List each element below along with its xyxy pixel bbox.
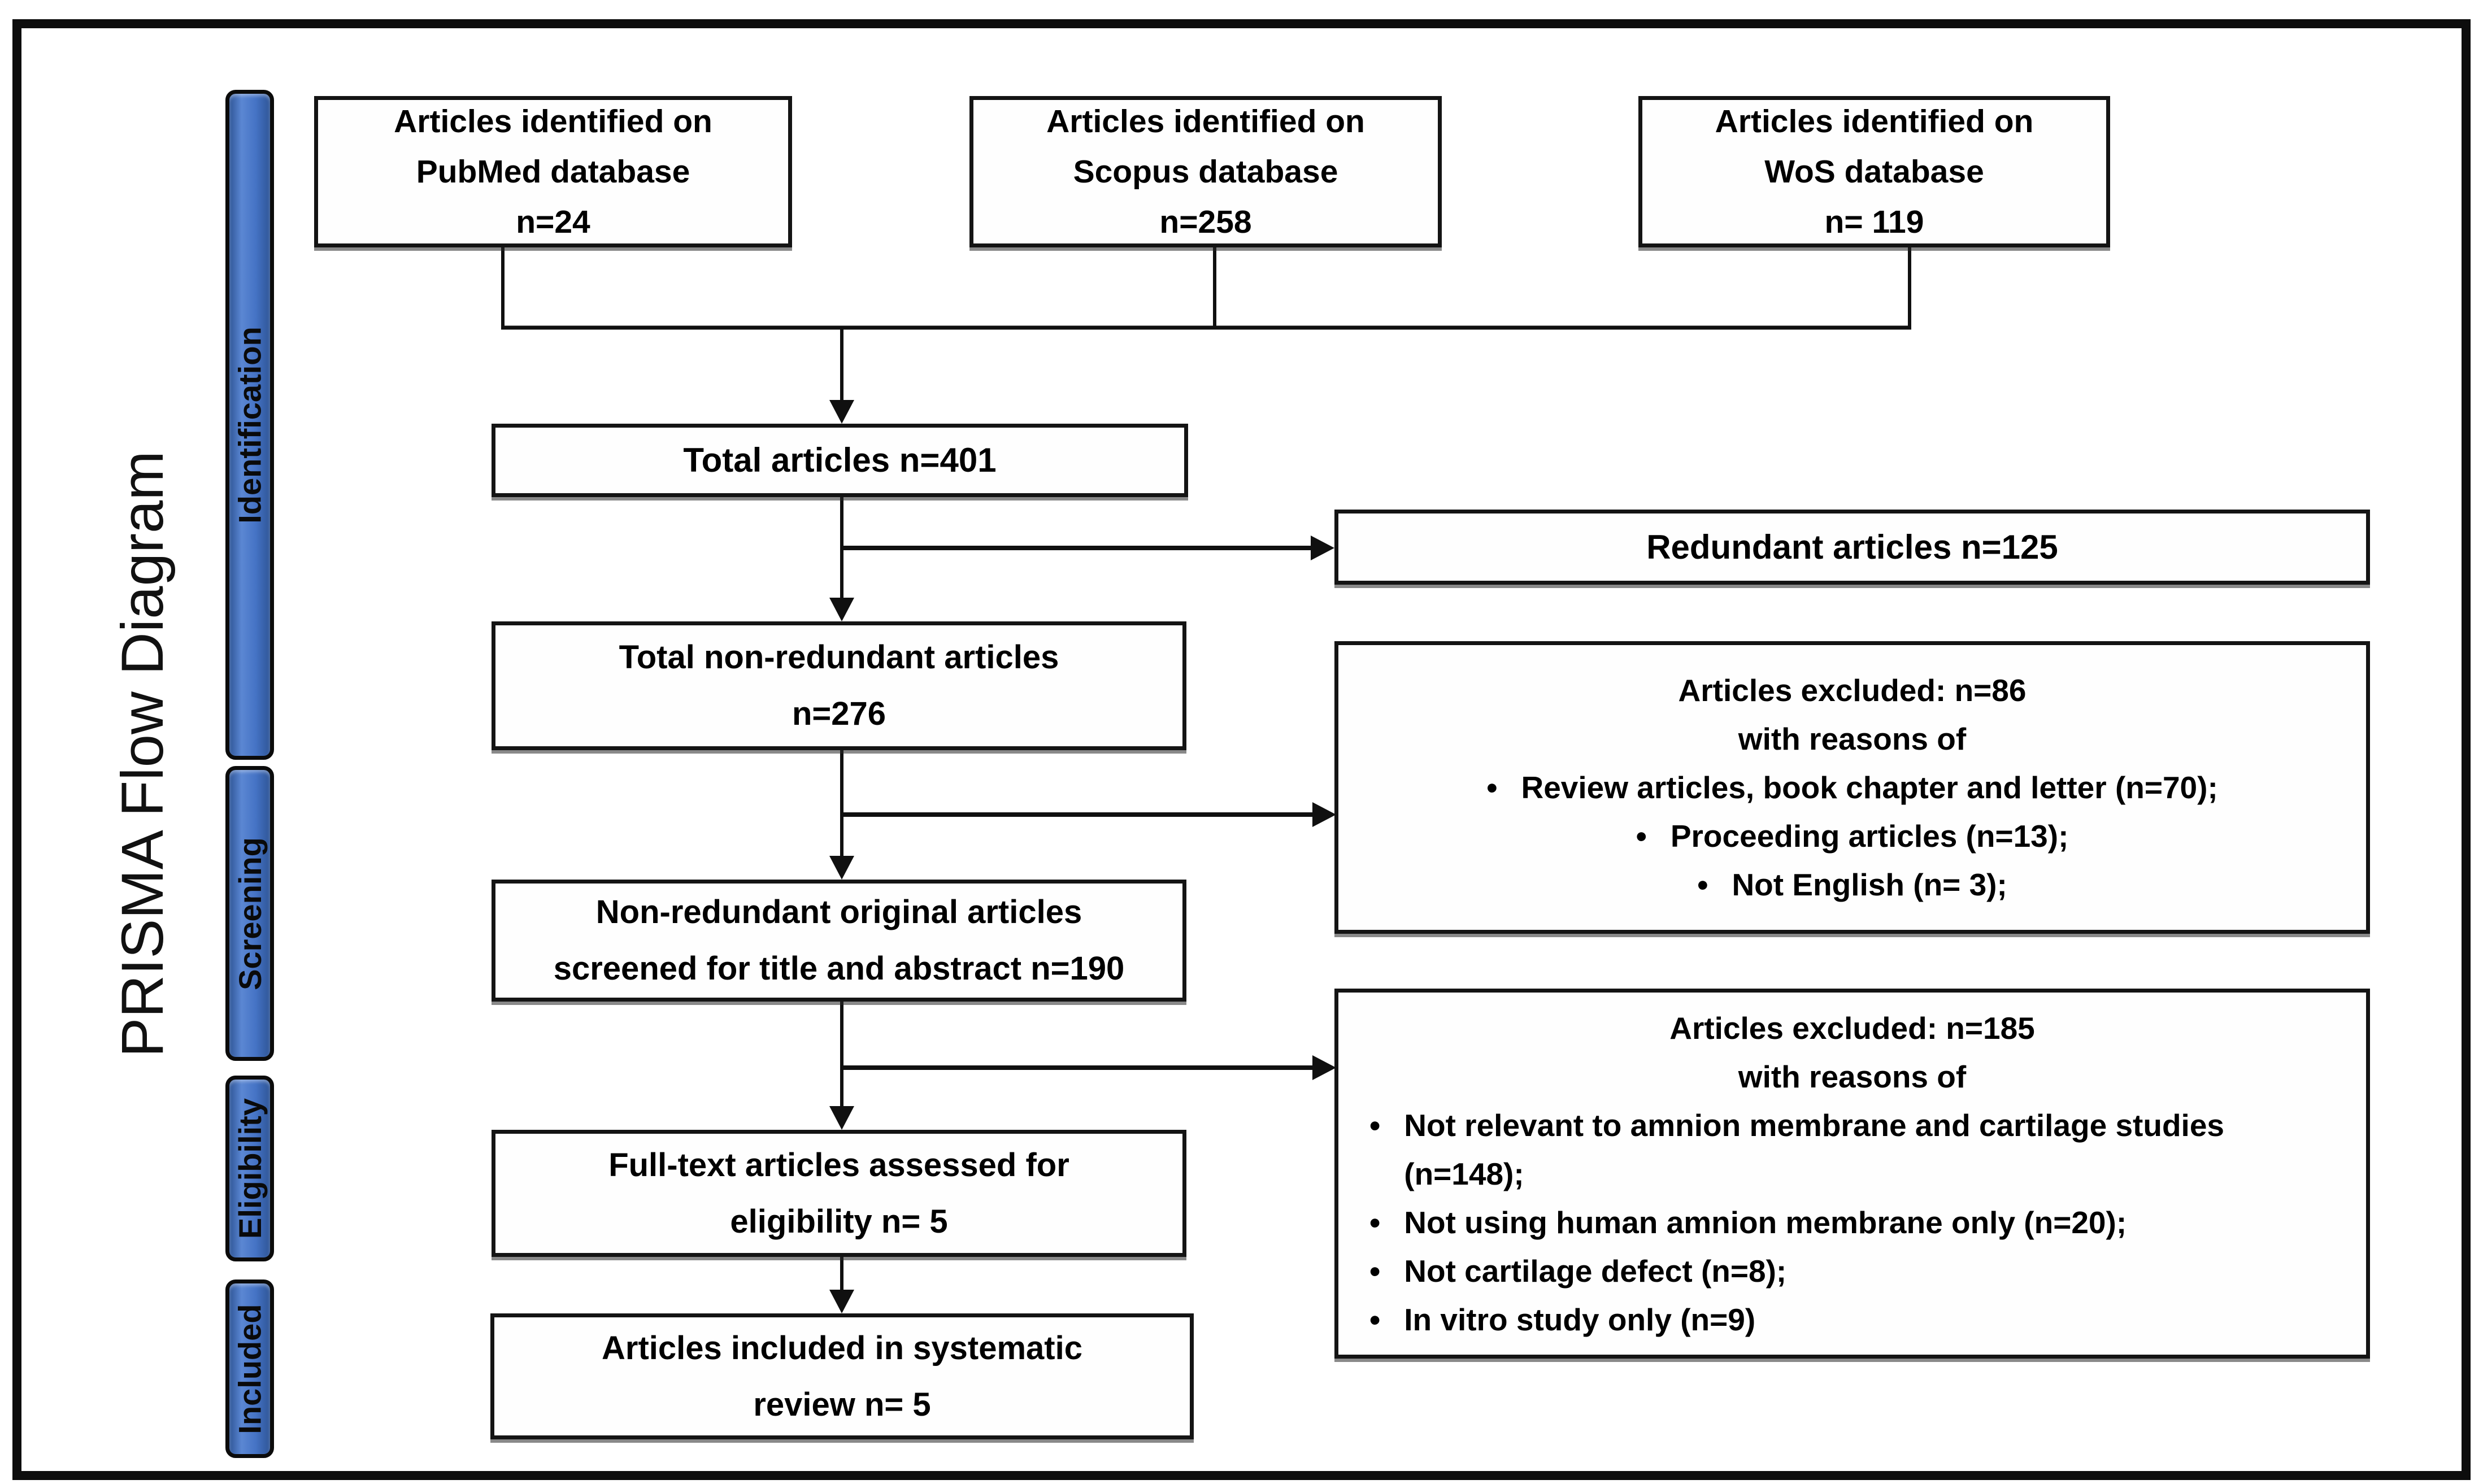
arrowhead-right <box>1312 802 1336 827</box>
box-pubmed-count: n=24 <box>516 203 590 240</box>
box-included-line1: Articles included in systematic <box>602 1329 1082 1367</box>
bullet-icon: • <box>1636 819 1647 854</box>
box-total-articles-text: Total articles n=401 <box>683 441 997 479</box>
arrowhead-right <box>1311 536 1334 560</box>
reason-text: Not cartilage defect (n=8); <box>1404 1253 1787 1289</box>
box-pubmed-line1: Articles identified on <box>394 103 712 140</box>
reason-item: • Proceeding articles (n=13); <box>1338 812 2366 860</box>
box-non-redundant-count: n=276 <box>792 695 886 732</box>
reason-item: • Not using human amnion membrane only (… <box>1338 1198 2366 1247</box>
bullet-icon: • <box>1486 770 1498 805</box>
reason-text: Not relevant to amnion membrane and cart… <box>1404 1107 2225 1191</box>
box-total-articles: Total articles n=401 <box>492 424 1188 497</box>
bullet-icon: • <box>1369 1204 1381 1240</box>
box-scopus-line2: Scopus database <box>1073 153 1338 190</box>
box-wos-line1: Articles identified on <box>1715 103 2034 140</box>
reason-text: Not using human amnion membrane only (n=… <box>1404 1204 2127 1240</box>
arrowhead-down <box>829 400 854 424</box>
box-excluded-eligibility-line1: Articles excluded: n=185 <box>1669 1010 2035 1046</box>
box-included: Articles included in systematic review n… <box>490 1313 1194 1439</box>
box-screened-line2: screened for title and abstract n=190 <box>553 950 1125 987</box>
arrowhead-down <box>829 856 854 880</box>
box-wos: Articles identified on WoS database n= 1… <box>1638 96 2110 247</box>
box-excluded-screening-line2: with reasons of <box>1738 721 1967 756</box>
reason-item: • Not cartilage defect (n=8); <box>1338 1247 2366 1295</box>
arrowhead-down <box>829 1290 854 1313</box>
box-wos-count: n= 119 <box>1824 203 1924 240</box>
box-screened: Non-redundant original articles screened… <box>492 880 1186 1002</box>
stage-bar-included: Included <box>225 1280 274 1458</box>
box-excluded-screening: Articles excluded: n=86 with reasons of … <box>1334 641 2370 934</box>
box-non-redundant-line1: Total non-redundant articles <box>619 639 1059 676</box>
reason-item: • Not relevant to amnion membrane and ca… <box>1338 1101 2366 1198</box>
reason-item: • In vitro study only (n=9) <box>1338 1295 2366 1344</box>
box-redundant-articles-text: Redundant articles n=125 <box>1646 528 2058 566</box>
box-included-line2: review n= 5 <box>753 1386 931 1423</box>
stage-bar-eligibility: Eligibility <box>225 1076 274 1261</box>
box-scopus-line1: Articles identified on <box>1046 103 1365 140</box>
box-fulltext-line1: Full-text articles assessed for <box>608 1146 1069 1183</box>
arrowhead-down <box>829 1106 854 1130</box>
bullet-icon: • <box>1369 1302 1381 1337</box>
bullet-icon: • <box>1369 1253 1381 1289</box>
reason-text: Proceeding articles (n=13); <box>1670 819 2069 854</box>
box-pubmed: Articles identified on PubMed database n… <box>314 96 792 247</box>
reason-text: Not English (n= 3); <box>1732 867 2007 902</box>
box-excluded-eligibility-line2: with reasons of <box>1738 1059 1967 1094</box>
box-scopus-count: n=258 <box>1159 203 1252 240</box>
bullet-icon: • <box>1369 1107 1381 1143</box>
reason-text: In vitro study only (n=9) <box>1404 1302 1756 1337</box>
box-scopus: Articles identified on Scopus database n… <box>969 96 1442 247</box>
arrowhead-right <box>1312 1055 1336 1080</box>
reason-item: • Review articles, book chapter and lett… <box>1338 763 2366 812</box>
figure-border <box>12 19 2471 1480</box>
box-fulltext-line2: eligibility n= 5 <box>730 1203 948 1240</box>
box-fulltext: Full-text articles assessed for eligibil… <box>492 1130 1186 1257</box>
box-redundant-articles: Redundant articles n=125 <box>1334 510 2370 585</box>
box-screened-line1: Non-redundant original articles <box>595 894 1082 930</box>
bullet-icon: • <box>1697 867 1708 902</box>
stage-bar-identification: Identification <box>225 90 274 760</box>
box-pubmed-line2: PubMed database <box>416 153 690 190</box>
stage-bar-screening: Screening <box>225 766 274 1061</box>
arrowhead-down <box>829 598 854 621</box>
excluded-screening-reasons: • Review articles, book chapter and lett… <box>1338 763 2366 909</box>
box-excluded-screening-line1: Articles excluded: n=86 <box>1678 673 2027 708</box>
reason-item: • Not English (n= 3); <box>1338 860 2366 909</box>
box-excluded-eligibility: Articles excluded: n=185 with reasons of… <box>1334 989 2370 1359</box>
reason-text: Review articles, book chapter and letter… <box>1521 770 2218 805</box>
box-wos-line2: WoS database <box>1764 153 1984 190</box>
box-non-redundant: Total non-redundant articles n=276 <box>492 621 1186 750</box>
excluded-eligibility-reasons: • Not relevant to amnion membrane and ca… <box>1338 1101 2366 1344</box>
